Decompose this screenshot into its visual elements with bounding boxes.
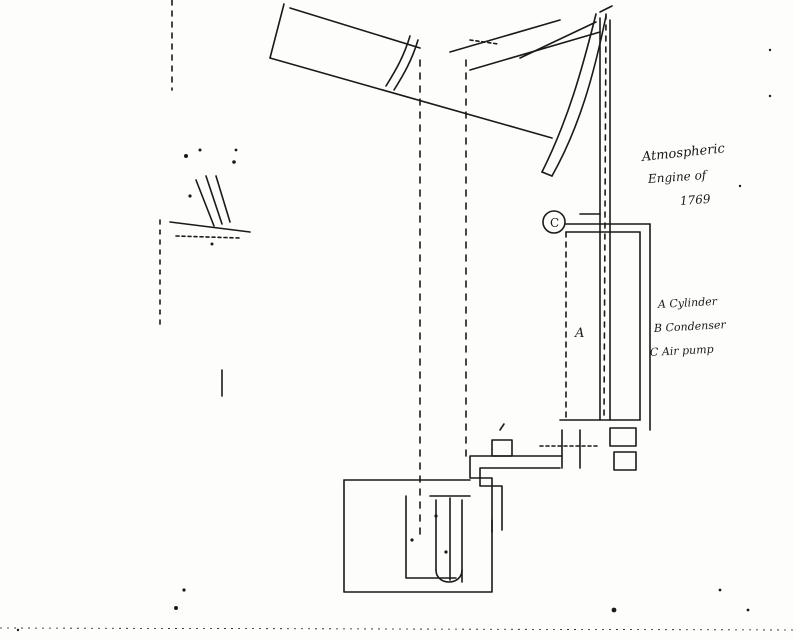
condenser-tank [343,479,493,593]
paper-edge [0,627,794,631]
beam [269,3,601,139]
air-pump-circle [542,210,566,234]
left-detail [169,175,251,397]
label-cylinder: A [575,326,585,341]
label-air-pump: C [550,216,560,230]
title-line-3: 1769 [679,191,711,208]
ink-specks [16,48,772,632]
eduction-pipe [469,455,563,533]
arch-heads [385,5,613,177]
rods [159,0,611,541]
valve-gear [491,419,641,471]
cylinder [565,213,651,431]
